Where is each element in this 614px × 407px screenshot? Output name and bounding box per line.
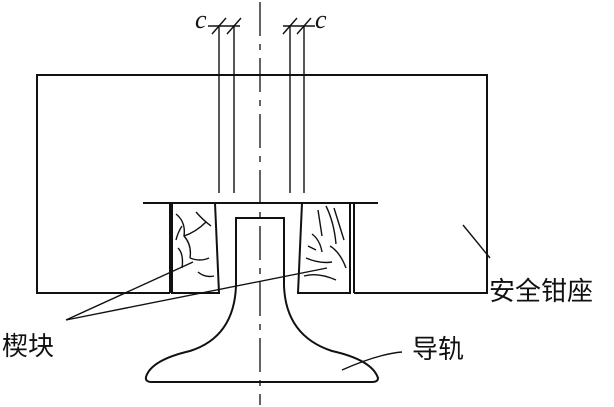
clearance-label-right: c (315, 5, 327, 34)
seat-leader (462, 224, 491, 259)
wedge-label: 楔块 (2, 332, 54, 361)
right-wedge (296, 202, 351, 294)
wedge-leaders (65, 261, 328, 321)
guide-rail-label: 导轨 (412, 335, 464, 364)
guide-rail-section (144, 217, 380, 383)
clearance-label-left: c (195, 5, 207, 34)
safety-gear-seat-label: 安全钳座 (489, 277, 593, 306)
left-wedge (171, 202, 221, 294)
safety-gear-seat-outline (36, 74, 488, 294)
clearance-dimension-left (208, 17, 242, 35)
clearance-dimension-right (282, 17, 315, 35)
rail-leader (341, 351, 403, 371)
